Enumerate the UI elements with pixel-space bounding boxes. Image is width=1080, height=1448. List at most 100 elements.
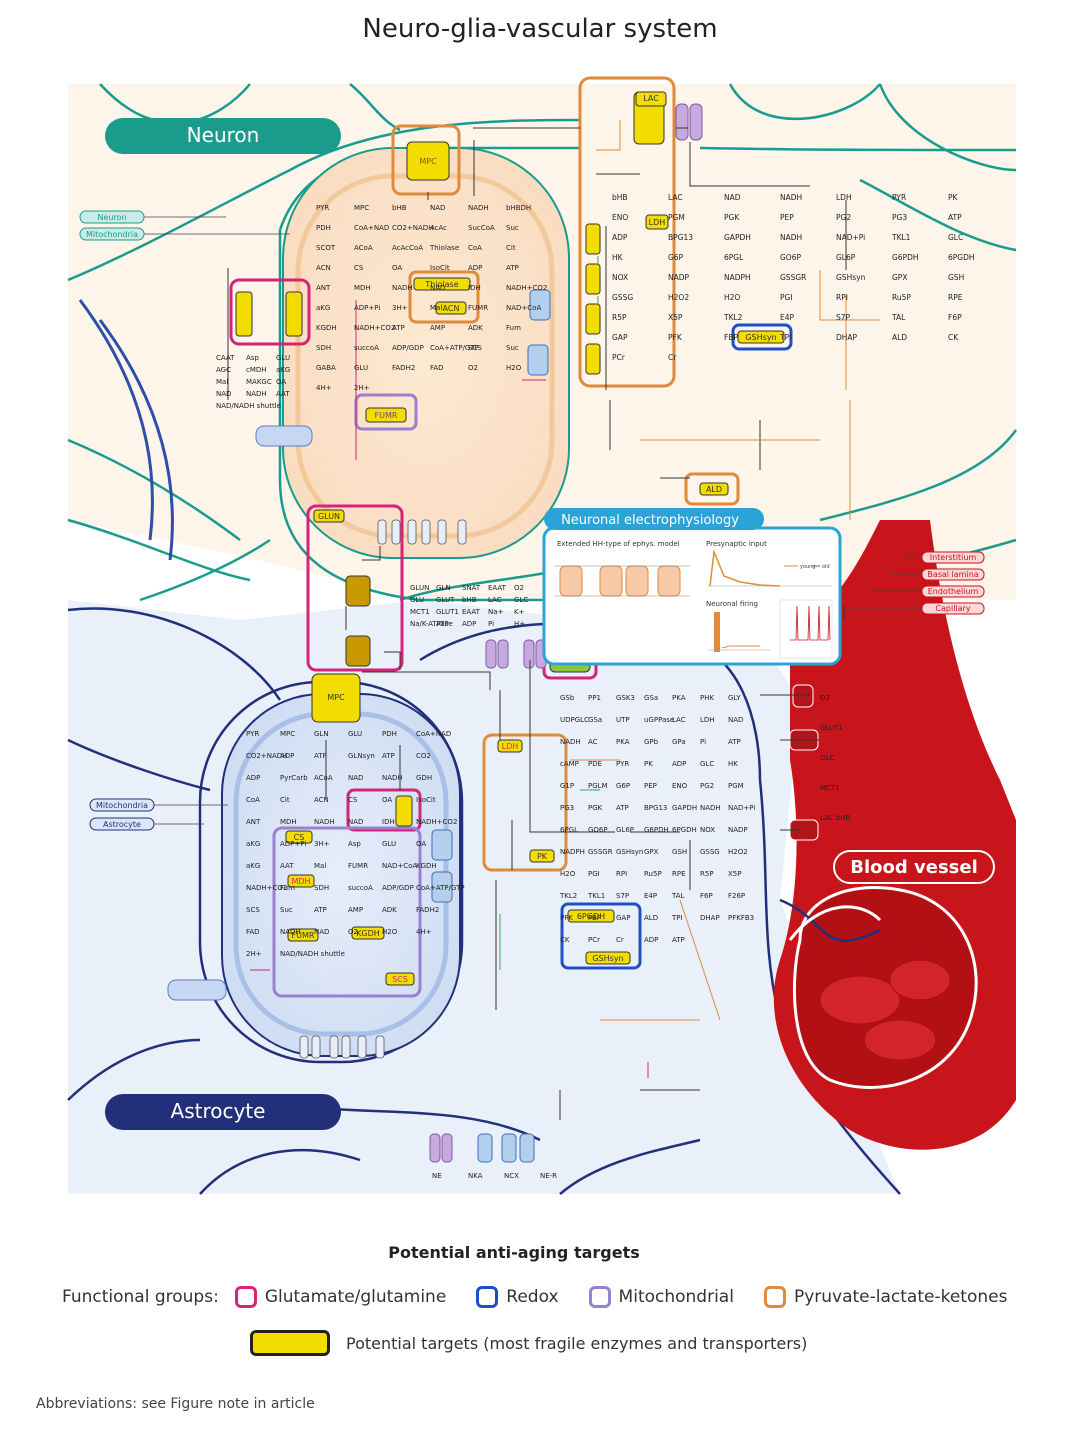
metabolite-label: GSSG	[612, 293, 633, 302]
electrophys-title: Neuronal electrophysiology	[561, 513, 739, 528]
metabolite-label: AAT	[280, 862, 294, 870]
svg-text:Neuron: Neuron	[97, 213, 126, 222]
metabolite-label: R5P	[700, 870, 714, 878]
metabolite-label: NADH	[382, 774, 403, 782]
metabolite-label: aKG	[316, 304, 330, 312]
metabolite-label: FUMR	[348, 862, 368, 870]
metabolite-label: F6P	[700, 892, 713, 900]
metabolite-label: GLU	[276, 354, 290, 362]
svg-text:MPC: MPC	[327, 693, 345, 702]
metabolite-label: NADH	[780, 233, 802, 242]
metabolite-label: NCX	[504, 1172, 519, 1180]
metabolite-label: Mal	[430, 304, 442, 312]
red-blood-cell	[889, 959, 951, 1001]
metabolite-label: O2	[514, 584, 524, 592]
metabolite-label: GLUN	[410, 584, 429, 592]
metabolite-label: Suc	[280, 906, 293, 914]
metabolite-label: KGDH	[416, 862, 437, 870]
metabolite-label: Na+	[488, 608, 504, 616]
metabolite-label: GSb	[560, 694, 575, 702]
metabolite-label: PGLM	[588, 782, 608, 790]
metabolite-label: PCr	[612, 353, 626, 362]
metabolite-label: AC	[588, 738, 598, 746]
groups-label: Functional groups:	[62, 1287, 219, 1307]
metabolite-label: FBP	[724, 333, 738, 342]
metabolite-label: NAD+Pi	[836, 233, 865, 242]
svg-text:Basal lamina: Basal lamina	[927, 570, 978, 579]
vessel-tag-interstitium	[921, 551, 985, 564]
neuron-membrane	[278, 230, 760, 602]
functional-groups-legend: Functional groups: Glutamate/glutamine R…	[62, 1282, 1037, 1312]
metabolite-label: PYR	[316, 204, 329, 212]
metabolite-label: NADH	[560, 738, 581, 746]
metabolite-label: GDH	[416, 774, 432, 782]
metabolite-label: X5P	[728, 870, 741, 878]
metabolite-label: H+	[514, 620, 525, 628]
metabolite-label: bHBDH	[506, 204, 531, 212]
metabolite-label: 6PGDH	[672, 826, 697, 834]
metabolite-label: OA	[392, 264, 402, 272]
neuronal-firing-plot	[708, 599, 833, 659]
metabolite-label: S7P	[836, 313, 851, 322]
astrocyte-region-label: Astrocyte	[171, 1099, 266, 1123]
metabolite-label: ACoA	[314, 774, 333, 782]
metabolite-label: ADP	[612, 233, 628, 242]
metabolite-label: PYR	[246, 730, 259, 738]
neuron-dendrite	[67, 438, 241, 542]
metabolite-label: IDH	[382, 818, 395, 826]
metabolite-label: 2H+	[246, 950, 262, 958]
metabolite-label: Mal	[314, 862, 326, 870]
metabolite-label: NAD	[430, 284, 445, 292]
metabolite-label: LAC bHB	[820, 814, 851, 822]
metabolite-label: R5P	[612, 313, 627, 322]
metabolite-label: TKL1	[587, 892, 605, 900]
metabolite-label: PCr	[588, 936, 600, 944]
metabolite-label: NADH+CO2	[354, 324, 395, 332]
metabolite-label: Na/K-ATPase	[410, 620, 453, 628]
metabolite-label: TPI	[779, 333, 791, 342]
metabolite-label: PG3	[560, 804, 574, 812]
metabolite-label: IsoCit	[416, 796, 436, 804]
metabolite-label: CS	[348, 796, 358, 804]
astrocyte-process	[67, 1038, 201, 1101]
metabolite-label: AcAcCoA	[392, 244, 423, 252]
metabolite-label: GLU	[348, 730, 362, 738]
neuron-dendrite	[139, 538, 271, 602]
metabolite-label: NAD/NADH shuttle	[280, 950, 345, 958]
svg-text:Capillary: Capillary	[935, 604, 970, 613]
metabolite-label: IsoCit	[430, 264, 450, 272]
metabolite-label: ADP	[246, 774, 260, 782]
metabolite-label: PG2	[700, 782, 714, 790]
metabolite-label: H2O	[724, 293, 740, 302]
neuron-dendrite	[67, 518, 251, 582]
target-swatch	[250, 1330, 330, 1356]
metabolite-label: PEP	[780, 213, 794, 222]
blood-vessel-pill	[833, 850, 995, 884]
metabolite-label: G6P	[616, 782, 630, 790]
svg-text:Endothelium: Endothelium	[928, 587, 979, 596]
svg-text:LAC: LAC	[643, 94, 659, 103]
metabolite-label: PYR	[892, 193, 906, 202]
group-outline-glutamate	[306, 504, 404, 672]
metabolite-label: CK	[560, 936, 570, 944]
metabolite-label: TKL1	[891, 233, 911, 242]
metabolite-label: NADH+CO2	[506, 284, 547, 292]
metabolite-label: MCT1	[410, 608, 430, 616]
metabolite-label: CAAT	[216, 354, 235, 362]
electrophysiology-inset: Neuronal electrophysiology Extended HH-t…	[542, 508, 842, 666]
metabolite-label: GPb	[644, 738, 659, 746]
metabolite-label: NADPH	[724, 273, 751, 282]
metabolite-label: UTP	[616, 716, 630, 724]
metabolite-label: NAD	[314, 928, 329, 936]
targets-label: Potential targets (most fragile enzymes …	[346, 1333, 808, 1353]
metabolite-label: ANT	[246, 818, 261, 826]
metabolite-label: NADPH	[560, 848, 585, 856]
neuron-dendrite	[878, 83, 1017, 172]
metabolite-label: aKG	[246, 840, 260, 848]
metabolite-label: NE-R	[540, 1172, 557, 1180]
metabolite-label: HK	[612, 253, 624, 262]
metabolite-label: GLN	[314, 730, 329, 738]
svg-text:GLUN: GLUN	[318, 512, 340, 521]
